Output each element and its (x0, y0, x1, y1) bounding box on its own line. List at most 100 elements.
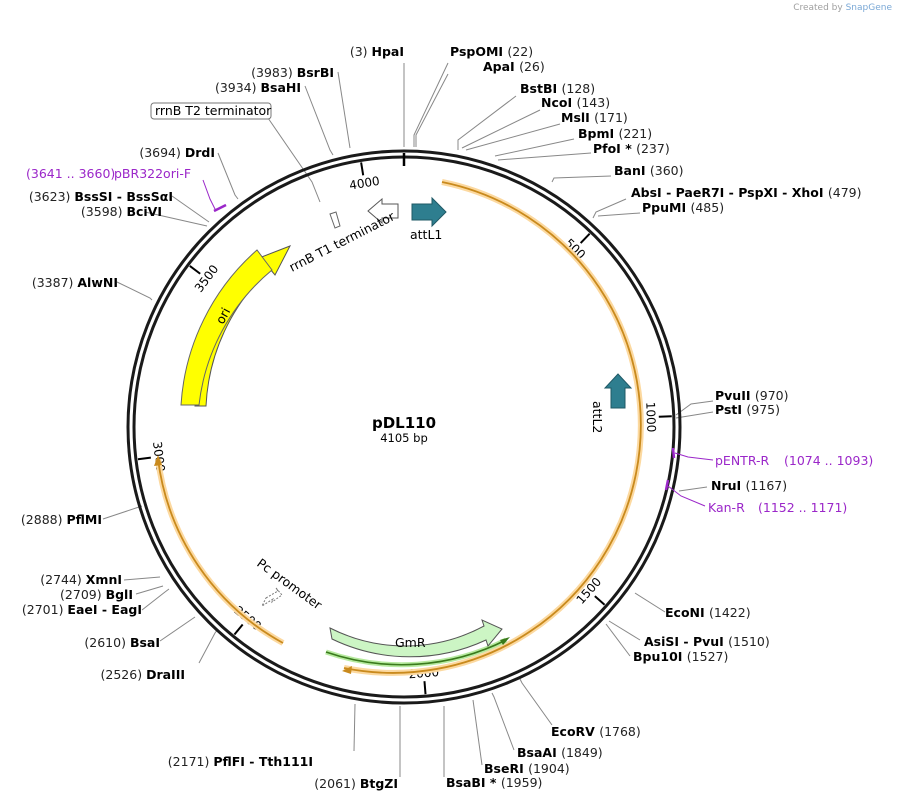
site-enzyme-name: PfoI * (593, 141, 636, 156)
site-position: (26) (519, 59, 545, 74)
site-left-1[interactable]: (3983) BsrBI (251, 65, 334, 80)
site-enzyme-name: Bpu10I (633, 649, 687, 664)
attl1-arrow[interactable] (411, 196, 447, 228)
site-right-6[interactable]: PfoI * (237) (593, 141, 670, 156)
attl2-label: attL2 (590, 401, 605, 433)
plasmid-length: 4105 bp (380, 431, 428, 445)
site-enzyme-name: BsaHI (260, 80, 301, 95)
pc-promoter-arrow[interactable] (260, 587, 283, 608)
site-left-2[interactable]: (3934) BsaHI (215, 80, 301, 95)
site-left-10[interactable]: (2701) EaeI - EagI (22, 602, 142, 617)
site-left-12[interactable]: (2526) DraIII (101, 667, 185, 682)
site-right-19[interactable]: BsaBI * (1959) (446, 775, 542, 790)
ori-arrow-body[interactable] (180, 249, 273, 406)
site-position: (360) (650, 163, 684, 178)
site-left-5[interactable]: (3598) BciVI (81, 204, 162, 219)
site-left-14[interactable]: (2061) BtgZI (314, 776, 398, 791)
site-right-0[interactable]: PspOMI (22) (450, 44, 533, 59)
rrnb-t2-label: rrnB T2 terminator (155, 103, 272, 118)
snapgene-brand: SnapGene (845, 3, 892, 13)
backbone-outer-strand (126, 149, 682, 705)
site-enzyme-name: PspOMI (450, 44, 507, 59)
site-right-5[interactable]: BpmI (221) (578, 126, 652, 141)
site-right-15[interactable]: Bpu10I (1527) (633, 649, 728, 664)
primer-pentr-r-range: (1074 .. 1093) (784, 453, 873, 468)
site-enzyme-name: PvuII (715, 388, 755, 403)
site-right-3[interactable]: NcoI (143) (541, 95, 610, 110)
rrnb-t2-terminator-arrow[interactable] (329, 211, 341, 229)
site-left-4[interactable]: (3623) BssSI - BssSαI (29, 189, 173, 204)
plasmid-name: pDL110 (372, 414, 436, 432)
attl2-arrow[interactable] (603, 373, 633, 409)
site-right-8[interactable]: AbsI - PaeR7I - PspXI - XhoI (479) (631, 185, 861, 200)
site-position: (171) (594, 110, 628, 125)
site-left-3[interactable]: (3694) DrdI (139, 145, 215, 160)
site-position: (1904) (528, 761, 570, 776)
rrnb-t1-terminator-arrow[interactable] (367, 197, 399, 225)
site-right-9[interactable]: PpuMI (485) (642, 200, 724, 215)
site-right-13[interactable]: EcoNI (1422) (665, 605, 751, 620)
right-restriction-sites: PspOMI (22)ApaI (26) BstBI (128)NcoI (143… (446, 44, 861, 790)
site-right-17[interactable]: BsaAI (1849) (517, 745, 603, 760)
tick-mark-1000 (658, 415, 672, 418)
site-left-9[interactable]: (2709) BglI (60, 587, 133, 602)
site-enzyme-name: EcoNI (665, 605, 709, 620)
site-enzyme-name: BpmI (578, 126, 619, 141)
site-enzyme-name: BanI (614, 163, 650, 178)
site-right-7[interactable]: BanI (360) (614, 163, 684, 178)
site-position: (3694) (139, 145, 185, 160)
site-right-2[interactable]: BstBI (128) (520, 81, 595, 96)
site-left-11[interactable]: (2610) BsaI (84, 635, 160, 650)
tick-label-1000: 1000 (643, 402, 658, 433)
site-left-6[interactable]: (3387) AlwNI (32, 275, 118, 290)
site-enzyme-name: NcoI (541, 95, 576, 110)
site-left-13[interactable]: (2171) PflFI - Tth111I (168, 754, 313, 769)
site-position: (1849) (561, 745, 603, 760)
site-position: (2610) (84, 635, 130, 650)
site-right-10[interactable]: PvuII (970) (715, 388, 789, 403)
site-right-16[interactable]: EcoRV (1768) (551, 724, 641, 739)
site-position: (1167) (746, 478, 788, 493)
site-position: (2171) (168, 754, 214, 769)
site-left-0[interactable]: (3) HpaI (350, 44, 404, 59)
site-right-4[interactable]: MslI (171) (561, 110, 628, 125)
site-enzyme-name: AlwNI (77, 275, 118, 290)
site-right-12[interactable]: NruI (1167) (711, 478, 787, 493)
site-right-1[interactable]: ApaI (26) (483, 59, 545, 74)
site-enzyme-name: EcoRV (551, 724, 599, 739)
site-enzyme-name: BsaI (130, 635, 160, 650)
site-position: (3934) (215, 80, 261, 95)
snapgene-credit[interactable]: Created by SnapGene (793, 3, 892, 13)
tick-label-4000: 4000 (348, 174, 380, 193)
site-enzyme-name: AbsI - PaeR7I - PspXI - XhoI (631, 185, 828, 200)
site-enzyme-name: BsaAI (517, 745, 561, 760)
primer-pbr322ori-f-name: pBR322ori-F (114, 166, 191, 181)
tick-mark-2000 (423, 681, 427, 695)
gmr-feature-arrow[interactable] (329, 619, 503, 658)
site-enzyme-name: MslI (561, 110, 594, 125)
site-position: (485) (690, 200, 724, 215)
gmr-arc (325, 639, 507, 666)
site-enzyme-name: PpuMI (642, 200, 690, 215)
rrnb-t1-label: rrnB T1 terminator (287, 208, 398, 275)
primer-leaders (202, 179, 714, 507)
site-enzyme-name: XmnI (86, 572, 122, 587)
site-position: (3983) (251, 65, 297, 80)
site-left-7[interactable]: (2888) PflMI (21, 512, 102, 527)
site-right-11[interactable]: PstI (975) (715, 402, 780, 417)
tick-label-3000: 3000 (150, 441, 168, 473)
orf-arc-left-halo (155, 458, 285, 646)
site-right-18[interactable]: BseRI (1904) (484, 761, 570, 776)
site-position: (3598) (81, 204, 127, 219)
site-left-8[interactable]: (2744) XmnI (40, 572, 122, 587)
primer-pbr322ori-f-range: (3641 .. 3660) (26, 166, 115, 181)
site-enzyme-name: BtgZI (360, 776, 398, 791)
rrnb-t2-label-box (150, 102, 272, 120)
site-enzyme-name: DraIII (146, 667, 185, 682)
site-position: (143) (576, 95, 610, 110)
site-position: (2061) (314, 776, 360, 791)
site-right-14[interactable]: AsiSI - PvuI (1510) (644, 634, 770, 649)
site-enzyme-name: BsrBI (297, 65, 334, 80)
